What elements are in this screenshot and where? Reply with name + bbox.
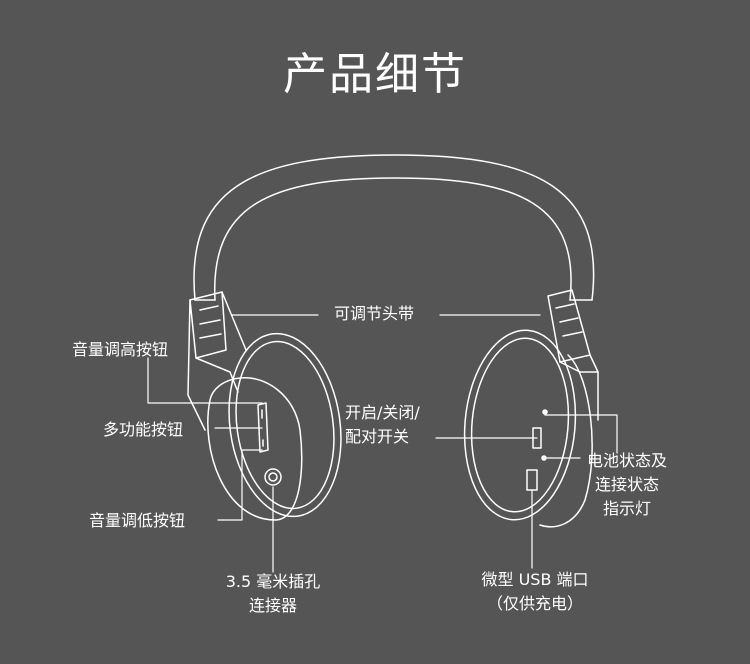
leader-vol-down bbox=[217, 449, 263, 521]
left-earcup-drawing bbox=[207, 332, 342, 521]
label-usb-line2: （仅供充电） bbox=[486, 594, 583, 613]
label-jack-line1: 3.5 毫米插孔 bbox=[225, 572, 321, 591]
label-volume-up: 音量调高按钮 bbox=[72, 340, 169, 359]
leader-vol-up bbox=[147, 357, 263, 404]
right-hinge-drawing bbox=[547, 289, 599, 421]
leader-battery bbox=[544, 414, 618, 454]
label-usb-line1: 微型 USB 端口 bbox=[481, 570, 589, 589]
label-battery-line1: 电池状态及 bbox=[586, 451, 667, 470]
label-power-line1: 开启/关闭/ bbox=[345, 403, 420, 422]
left-hinge-drawing bbox=[187, 291, 247, 431]
label-jack: 3.5 毫米插孔 连接器 bbox=[218, 570, 328, 618]
right-earcup-drawing bbox=[463, 329, 593, 528]
label-battery-line3: 指示灯 bbox=[602, 499, 651, 518]
label-power-line2: 配对开关 bbox=[345, 427, 410, 446]
label-headband: 可调节头带 bbox=[334, 304, 415, 323]
label-battery-line2: 连接状态 bbox=[594, 475, 659, 494]
page-title: 产品细节 bbox=[283, 49, 467, 100]
label-jack-line2: 连接器 bbox=[248, 596, 297, 615]
leader-lines bbox=[147, 314, 618, 573]
label-multifunction: 多功能按钮 bbox=[103, 420, 184, 439]
label-usb: 微型 USB 端口 （仅供充电） bbox=[470, 568, 600, 616]
label-volume-down: 音量调低按钮 bbox=[89, 511, 186, 530]
label-battery: 电池状态及 连接状态 指示灯 bbox=[572, 449, 682, 521]
label-power: 开启/关闭/ 配对开关 bbox=[345, 401, 420, 449]
headband-drawing bbox=[193, 154, 595, 301]
